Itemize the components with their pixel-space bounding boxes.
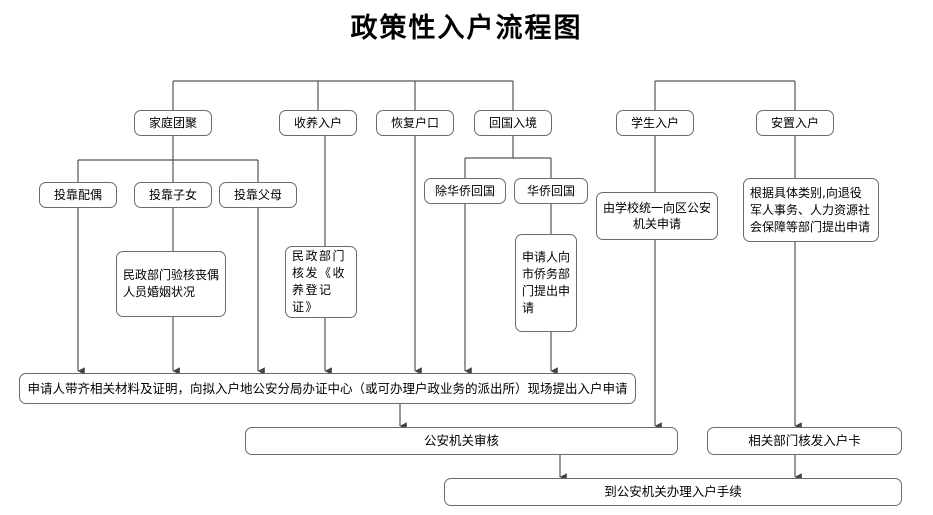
node-issue-card[interactable]: 相关部门核发入户卡 xyxy=(707,427,902,455)
node-label: 申请人带齐相关材料及证明，向拟入户地公安分局办证中心（或可办理户政业务的派出所）… xyxy=(27,380,628,396)
node-label: 民政部门核发《收养登记证》 xyxy=(292,249,347,314)
node-label: 投靠子女 xyxy=(148,188,197,202)
node-label: 申请人向市侨务部门提出申请 xyxy=(522,250,571,315)
node-label: 华侨回国 xyxy=(526,184,575,198)
node-label: 到公安机关办理入户手续 xyxy=(604,484,742,499)
node-parents[interactable]: 投靠父母 xyxy=(219,182,297,208)
node-police-review[interactable]: 公安机关审核 xyxy=(245,427,678,455)
node-civil-affairs-adoption[interactable]: 民政部门核发《收养登记证》 xyxy=(285,246,357,318)
node-label: 回国入境 xyxy=(488,116,537,130)
node-label: 家庭团聚 xyxy=(148,116,197,130)
node-label: 安置入户 xyxy=(770,116,819,130)
node-overseas-chinese[interactable]: 华侨回国 xyxy=(514,178,588,204)
node-label: 收养入户 xyxy=(293,116,342,130)
node-label: 恢复户口 xyxy=(390,116,439,130)
node-student[interactable]: 学生入户 xyxy=(616,110,694,136)
node-final-step[interactable]: 到公安机关办理入户手续 xyxy=(444,478,902,506)
node-resettlement-apply[interactable]: 根据具体类别,向退役军人事务、人力资源社会保障等部门提出申请 xyxy=(743,178,879,242)
node-label: 根据具体类别,向退役军人事务、人力资源社会保障等部门提出申请 xyxy=(750,185,871,234)
node-label: 相关部门核发入户卡 xyxy=(748,433,861,448)
node-label: 由学校统一向区公安机关申请 xyxy=(602,201,711,231)
node-family-reunion[interactable]: 家庭团聚 xyxy=(134,110,212,136)
node-label: 除华侨回国 xyxy=(434,184,495,198)
node-label: 学生入户 xyxy=(630,116,679,130)
node-overseas-apply[interactable]: 申请人向市侨务部门提出申请 xyxy=(515,234,577,332)
node-onsite-apply[interactable]: 申请人带齐相关材料及证明，向拟入户地公安分局办证中心（或可办理户政业务的派出所）… xyxy=(19,373,636,404)
node-label: 投靠父母 xyxy=(233,188,282,202)
node-label: 民政部门验核丧偶人员婚姻状况 xyxy=(123,268,220,299)
node-school-apply[interactable]: 由学校统一向区公安机关申请 xyxy=(596,192,718,240)
node-restore-hukou[interactable]: 恢复户口 xyxy=(376,110,454,136)
page-title: 政策性入户流程图 xyxy=(350,13,583,44)
node-label: 投靠配偶 xyxy=(53,188,102,202)
node-return-entry[interactable]: 回国入境 xyxy=(474,110,552,136)
node-adoption[interactable]: 收养入户 xyxy=(279,110,357,136)
node-label: 公安机关审核 xyxy=(423,433,499,448)
node-resettlement[interactable]: 安置入户 xyxy=(756,110,834,136)
node-children[interactable]: 投靠子女 xyxy=(134,182,212,208)
node-non-overseas-chinese[interactable]: 除华侨回国 xyxy=(424,178,506,204)
node-spouse[interactable]: 投靠配偶 xyxy=(39,182,117,208)
node-civil-affairs-widow[interactable]: 民政部门验核丧偶人员婚姻状况 xyxy=(116,251,226,317)
